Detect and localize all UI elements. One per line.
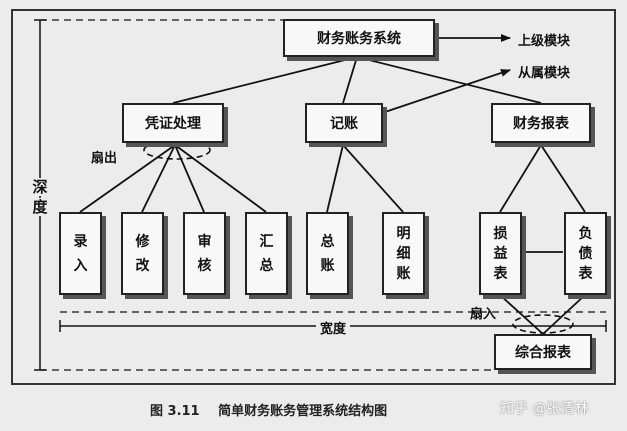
box-profit-char-1: 损 (493, 225, 508, 242)
box-detail-ledger: 明 细 账 (382, 212, 425, 295)
box-ledger-label: 记账 (330, 116, 358, 132)
box-detail-ledger-char-2: 细 (396, 245, 411, 262)
box-modify-char-2: 改 (135, 257, 150, 274)
box-detail-ledger-char-3: 账 (396, 265, 411, 282)
label-fan-in: 扇入 (470, 307, 497, 322)
box-audit-char-2: 核 (197, 257, 212, 274)
box-entry: 录 入 (59, 212, 102, 295)
box-general-ledger: 总 账 (306, 212, 349, 295)
box-entry-char-2: 入 (73, 257, 88, 274)
box-report-label: 财务报表 (513, 116, 569, 132)
label-depth-char-1: 深 (31, 178, 49, 196)
box-modify-char-1: 修 (135, 233, 150, 250)
box-detail-ledger-char-1: 明 (396, 225, 411, 242)
box-liability-char-3: 表 (578, 265, 593, 282)
box-comprehensive-report: 综合报表 (494, 334, 592, 370)
box-summary-char-1: 汇 (259, 233, 274, 250)
label-subordinate-module: 从属模块 (518, 66, 571, 81)
box-system: 财务账务系统 (283, 19, 435, 57)
box-general-ledger-char-2: 账 (320, 257, 335, 274)
box-comprehensive-report-label: 综合报表 (515, 345, 571, 361)
box-profit-char-2: 益 (493, 245, 508, 262)
label-upper-module: 上级模块 (518, 34, 571, 49)
box-summary: 汇 总 (245, 212, 288, 295)
box-voucher-label: 凭证处理 (145, 116, 201, 132)
box-summary-char-2: 总 (259, 257, 274, 274)
fan-out-ellipse (143, 140, 211, 160)
figure-caption: 图 3.11 简单财务账务管理系统结构图 (150, 400, 387, 419)
label-depth-char-2: 度 (31, 198, 49, 216)
box-liability-char-2: 债 (578, 245, 593, 262)
figure-title: 简单财务账务管理系统结构图 (218, 404, 388, 419)
label-width: 宽度 (316, 318, 351, 337)
box-audit-char-1: 审 (197, 233, 212, 250)
fan-in-ellipse (512, 314, 574, 334)
box-profit: 损 益 表 (479, 212, 522, 295)
box-audit: 审 核 (183, 212, 226, 295)
box-voucher: 凭证处理 (122, 103, 224, 143)
box-report: 财务报表 (491, 103, 591, 143)
watermark: 知乎 @张清林 (500, 401, 589, 417)
box-liability-char-1: 负 (578, 225, 593, 242)
box-general-ledger-char-1: 总 (320, 233, 335, 250)
box-profit-char-3: 表 (493, 265, 508, 282)
arrow-subordinate (384, 69, 511, 113)
box-entry-char-1: 录 (73, 233, 88, 250)
outer-frame (11, 9, 616, 385)
figure-number: 图 3.11 (150, 404, 200, 419)
box-modify: 修 改 (121, 212, 164, 295)
box-system-label: 财务账务系统 (317, 31, 401, 47)
box-ledger: 记账 (305, 103, 383, 143)
label-fan-out: 扇出 (91, 151, 118, 166)
box-liability: 负 债 表 (564, 212, 607, 295)
